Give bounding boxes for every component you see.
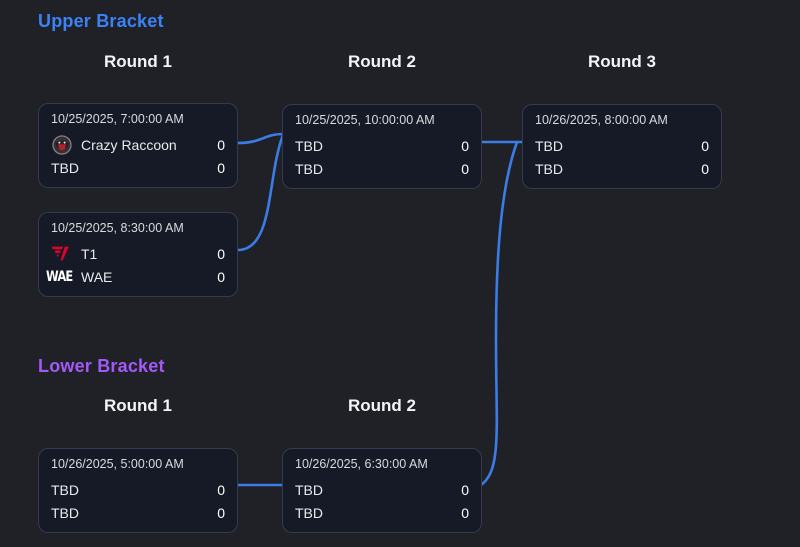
match-card-lower-r1-m1[interactable]: 10/26/2025, 5:00:00 AM TBD 0 TBD 0 [38, 448, 238, 533]
team-name: TBD [295, 504, 323, 521]
match-datetime: 10/25/2025, 10:00:00 AM [295, 113, 435, 127]
team-score: 0 [217, 245, 225, 262]
team-score: 0 [461, 504, 469, 521]
match-card-upper-r3-m1[interactable]: 10/26/2025, 8:00:00 AM TBD 0 TBD 0 [522, 104, 722, 189]
team-name: WAE [81, 268, 113, 285]
upper-bracket-title: Upper Bracket [38, 11, 164, 31]
team-score: 0 [217, 136, 225, 153]
team-row: TBD 0 [535, 157, 709, 180]
team-name: TBD [51, 481, 79, 498]
team-row: TBD 0 [51, 156, 225, 179]
team-score: 0 [217, 268, 225, 285]
connector-upper-r1m2-to-r2 [236, 133, 285, 252]
lower-round-2-header: Round 2 [348, 396, 416, 415]
match-card-lower-r2-m1[interactable]: 10/26/2025, 6:30:00 AM TBD 0 TBD 0 [282, 448, 482, 533]
team-row: TBD 0 [535, 134, 709, 157]
team-score: 0 [461, 137, 469, 154]
upper-round-1-header: Round 1 [104, 52, 172, 71]
team-score: 0 [701, 137, 709, 154]
match-card-upper-r2-m1[interactable]: 10/25/2025, 10:00:00 AM TBD 0 TBD 0 [282, 104, 482, 189]
upper-round-3-header: Round 3 [588, 52, 656, 71]
team-name: TBD [535, 160, 563, 177]
team-score: 0 [217, 481, 225, 498]
team-name: T1 [81, 245, 98, 262]
crazy-raccoon-logo-icon [51, 134, 73, 155]
team-score: 0 [461, 160, 469, 177]
team-row: WAE WAE 0 [46, 265, 225, 288]
lower-bracket-title: Lower Bracket [38, 356, 165, 376]
team-row: TBD 0 [295, 134, 469, 157]
team-name: Crazy Raccoon [81, 136, 177, 153]
team-name: TBD [535, 137, 563, 154]
match-datetime: 10/26/2025, 8:00:00 AM [535, 113, 668, 127]
team-row: T1 0 [51, 242, 225, 265]
match-card-upper-r1-m1[interactable]: 10/25/2025, 7:00:00 AM Crazy Raccoon 0 [38, 103, 238, 188]
match-datetime: 10/25/2025, 7:00:00 AM [51, 112, 184, 126]
team-name: TBD [295, 160, 323, 177]
t1-logo-icon [51, 244, 73, 264]
team-row: TBD 0 [295, 478, 469, 501]
wae-logo-text: WAE [45, 268, 73, 285]
team-row: TBD 0 [51, 501, 225, 524]
match-datetime: 10/26/2025, 6:30:00 AM [295, 457, 428, 471]
match-datetime: 10/25/2025, 8:30:00 AM [51, 221, 184, 235]
team-name: TBD [51, 159, 79, 176]
team-score: 0 [461, 481, 469, 498]
team-score: 0 [217, 159, 225, 176]
team-name: TBD [295, 481, 323, 498]
connector-lower-r2-to-upper-r3 [479, 140, 519, 487]
connector-upper-r1m1-to-r2 [236, 132, 285, 145]
lower-round-1-header: Round 1 [104, 396, 172, 415]
team-score: 0 [217, 504, 225, 521]
team-name: TBD [51, 504, 79, 521]
team-score: 0 [701, 160, 709, 177]
match-datetime: 10/26/2025, 5:00:00 AM [51, 457, 184, 471]
team-name: TBD [295, 137, 323, 154]
match-card-upper-r1-m2[interactable]: 10/25/2025, 8:30:00 AM T1 0 WAE [38, 212, 238, 297]
wae-logo-icon: WAE [46, 267, 73, 287]
team-row: TBD 0 [295, 157, 469, 180]
team-row: TBD 0 [295, 501, 469, 524]
team-row: TBD 0 [51, 478, 225, 501]
upper-round-2-header: Round 2 [348, 52, 416, 71]
team-row: Crazy Raccoon 0 [51, 133, 225, 156]
